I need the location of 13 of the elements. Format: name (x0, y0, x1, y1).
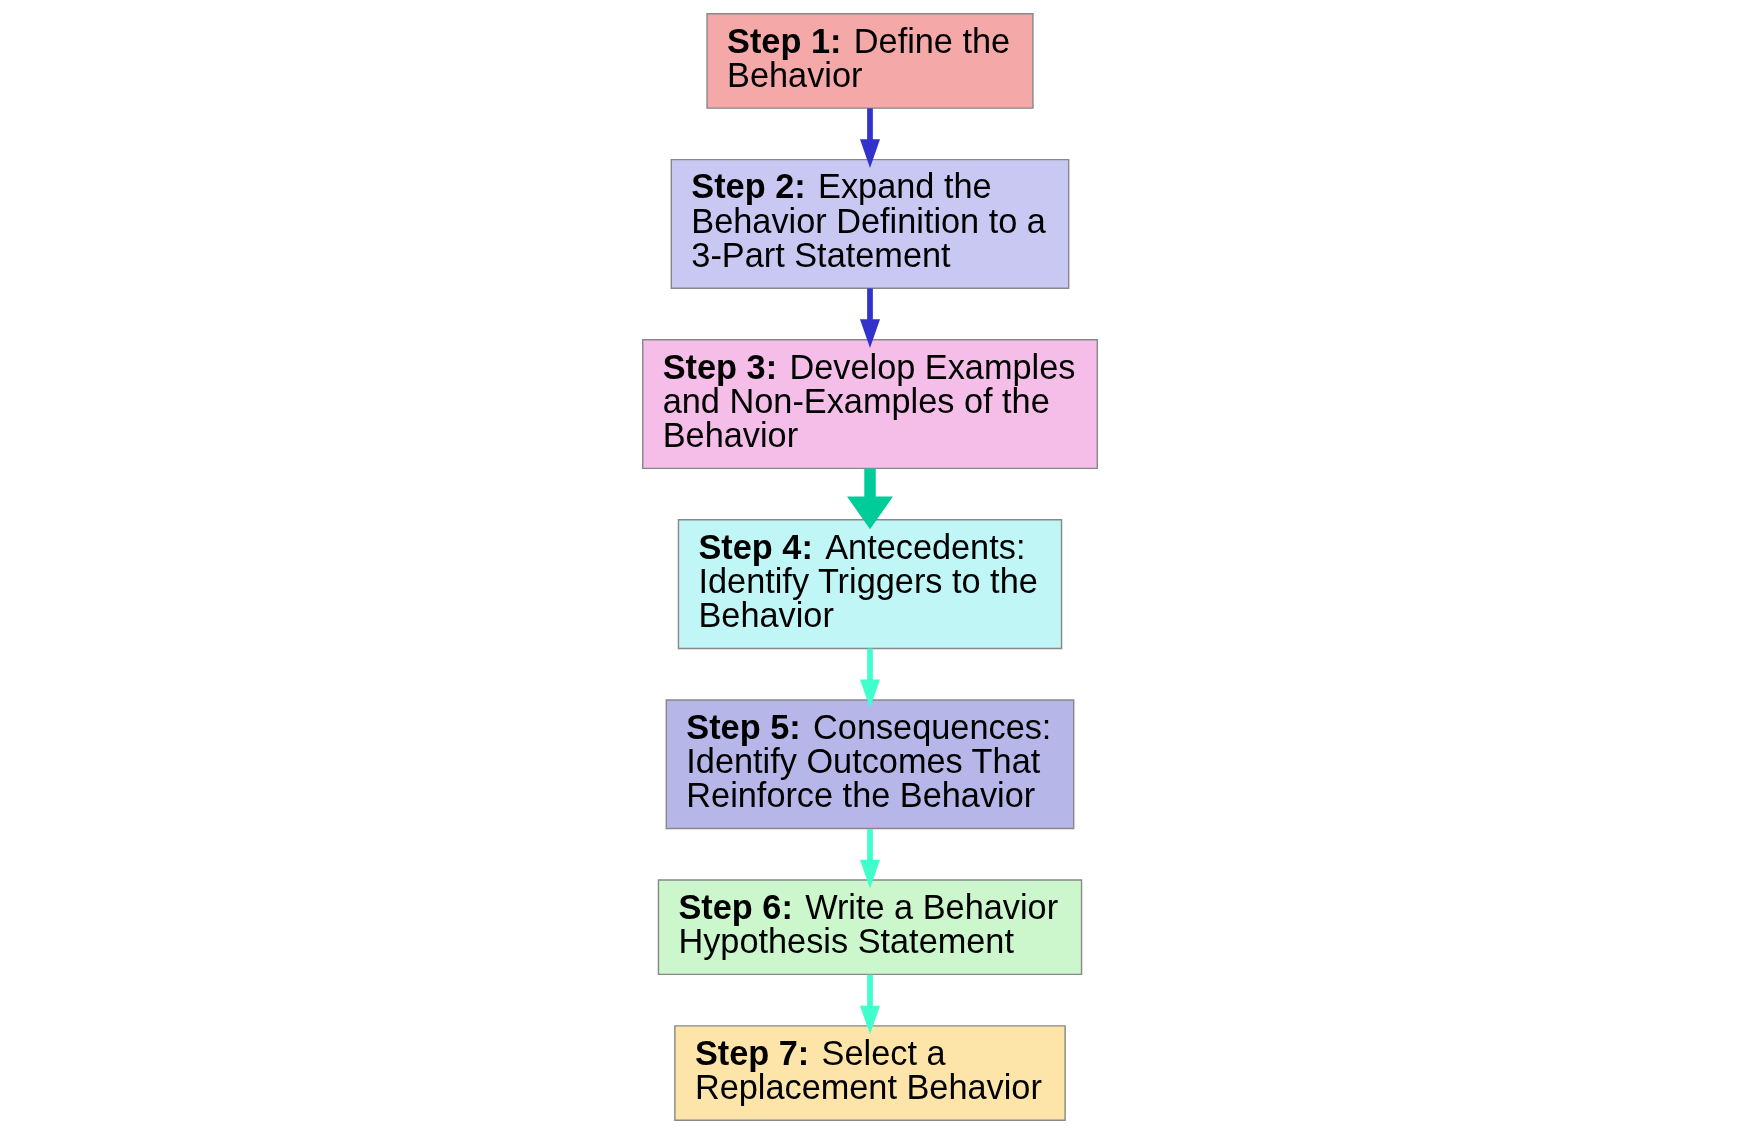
node-box: Step 7: Select a Replacement Behavior (674, 1025, 1066, 1121)
arrow (859, 648, 881, 709)
node-box: Step 2: Expand the Behavior Definition to a 3-Part Statement (670, 158, 1070, 289)
arrow (847, 468, 893, 530)
arrow (859, 108, 881, 168)
node-box: Step 5: Consequences: Identify Outcomes That Reinforce the Behavior (665, 699, 1075, 830)
arrow (859, 828, 881, 889)
node-box: Step 4: Antecedents: Identify Triggers to the Behavior (677, 519, 1063, 650)
arrow (859, 288, 881, 348)
arrow (859, 974, 881, 1035)
node-box: Step 1: Define the Behavior (706, 13, 1034, 109)
node-box: Step 6: Write a Behavior Hypothesis Statement (657, 879, 1083, 976)
node-box: Step 3: Develop Examples and Non-Examples of the Behavior (642, 339, 1098, 470)
